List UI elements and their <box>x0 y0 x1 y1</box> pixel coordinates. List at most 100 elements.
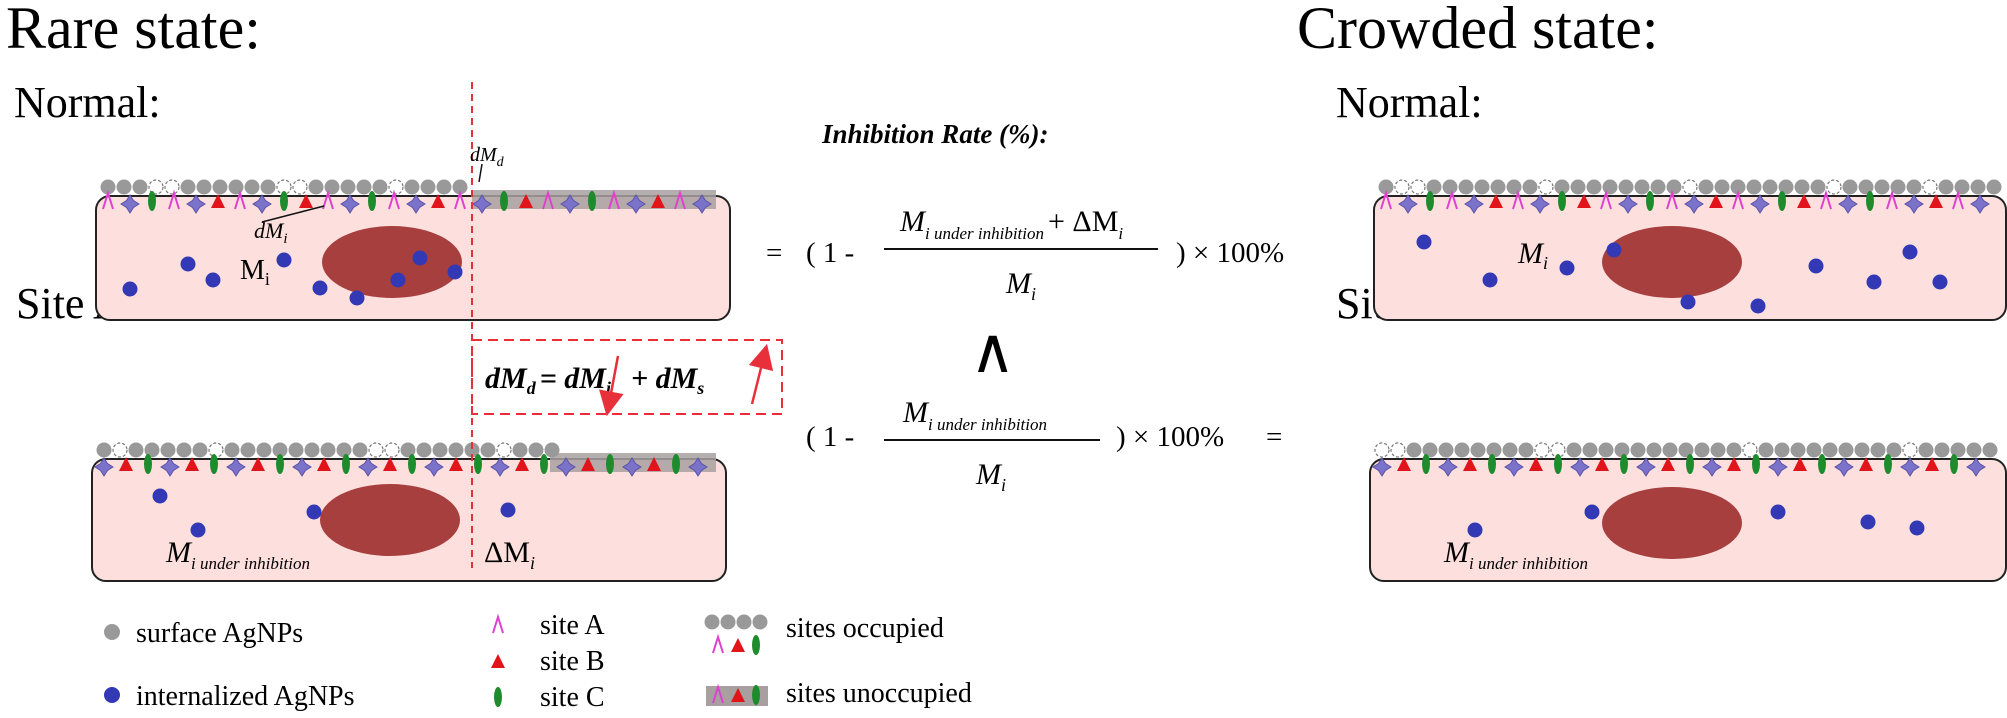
site-a-icon <box>388 189 400 210</box>
equation-equals-right: = <box>1266 421 1282 453</box>
nucleus <box>1602 226 1742 298</box>
receptor-cluster-icon <box>160 457 180 477</box>
site-b-icon <box>1793 457 1807 471</box>
site-c-icon <box>1950 454 1958 474</box>
site-c-icon <box>588 191 596 211</box>
surface-np <box>416 442 432 458</box>
internal-np <box>180 256 196 272</box>
legend-site-c-label: site C <box>540 682 605 713</box>
surface-np <box>1470 442 1486 458</box>
receptor-cluster-icon <box>1684 194 1704 214</box>
vacant-np-slot <box>1922 179 1938 195</box>
surface-np <box>1598 442 1614 458</box>
surface-np <box>1746 179 1762 195</box>
site-a-icon <box>322 189 334 210</box>
legend-occupied-icon <box>704 614 768 655</box>
surface-np <box>1666 179 1682 195</box>
dmi-pointer <box>261 205 325 223</box>
site-c-icon <box>494 687 502 707</box>
mass-balance-box: dMd= dMi+ dMs <box>471 339 783 417</box>
legend-internal-label: internalized AgNPs <box>136 681 355 712</box>
internal-np <box>1909 520 1925 536</box>
surface-np <box>100 179 116 195</box>
surface-np <box>400 442 416 458</box>
num1-sub: i under inhibition <box>925 224 1044 243</box>
site-c-icon <box>1554 454 1562 474</box>
num1-m: M <box>899 205 927 238</box>
surface-np <box>1970 179 1986 195</box>
site-b-icon <box>119 457 133 471</box>
surface-np <box>228 179 244 195</box>
site-b-icon <box>185 457 199 471</box>
site-a-icon <box>492 613 504 634</box>
surface-np <box>1442 179 1458 195</box>
surface-np <box>1842 179 1858 195</box>
surface-np <box>1726 442 1742 458</box>
surface-np <box>320 442 336 458</box>
site-b-icon <box>211 194 225 208</box>
site-c-icon <box>148 191 156 211</box>
dmi-sub: i <box>283 231 287 247</box>
vacant-np-slot <box>1902 442 1918 458</box>
increase-arrow <box>748 343 774 405</box>
site-c-icon <box>1558 191 1566 211</box>
den1-sub: i <box>1031 284 1036 304</box>
site-c-icon <box>1686 454 1694 474</box>
internal-np <box>306 504 322 520</box>
site-b-icon <box>299 194 313 208</box>
surface-np <box>1954 179 1970 195</box>
vacant-np-slot <box>164 179 180 195</box>
crowded-normal-label: Normal: <box>1336 78 1483 127</box>
svg-text:dMd= dMi+ dMs: dMd= dMi+ dMs <box>485 362 704 398</box>
receptor-cluster-icon <box>1438 457 1458 477</box>
site-c-icon <box>606 454 614 474</box>
surface-np <box>464 442 480 458</box>
site-b-icon <box>1463 457 1477 471</box>
receptor-cluster-icon <box>692 194 712 214</box>
surface-np <box>1426 179 1442 195</box>
surface-np <box>420 179 436 195</box>
num1-plus-sub: i <box>1118 224 1123 243</box>
crowded-inhibited-cell <box>1369 442 2007 582</box>
receptor-cluster-icon <box>1504 457 1524 477</box>
site-a-icon <box>674 189 686 210</box>
site-a-icon <box>712 633 724 654</box>
internal-np <box>205 272 221 288</box>
site-b-icon <box>491 654 505 668</box>
vacant-np-slot <box>1534 442 1550 458</box>
site-b-icon <box>383 457 397 471</box>
site-c-icon <box>1884 454 1892 474</box>
site-c-icon <box>752 685 760 705</box>
internal-np <box>152 488 168 504</box>
site-b-icon <box>731 638 745 652</box>
receptor-cluster-icon <box>688 457 708 477</box>
site-a-icon <box>1380 189 1392 210</box>
rare-delta-mi-label: ΔMi <box>484 536 535 573</box>
site-b-icon <box>519 194 533 208</box>
receptor-cluster-icon <box>406 194 426 214</box>
surface-np <box>448 442 464 458</box>
rare-mi-inh-label: Mi under inhibition <box>165 536 310 573</box>
internal-np <box>122 281 138 297</box>
surface-np <box>1522 179 1538 195</box>
numerator-1: Mi under inhibition+ ΔMi <box>899 205 1123 243</box>
site-a-icon <box>168 189 180 210</box>
surface-np <box>1438 442 1454 458</box>
site-c-icon <box>1488 454 1496 474</box>
surface-np <box>1822 442 1838 458</box>
equation-open-2: ( 1 - <box>806 421 854 453</box>
vacant-np-slot <box>112 442 128 458</box>
site-c-icon <box>210 454 218 474</box>
site-c-icon <box>474 454 482 474</box>
vacant-np-slot <box>368 442 384 458</box>
surface-np <box>132 179 148 195</box>
receptor-cluster-icon <box>1570 457 1590 477</box>
surface-np <box>1694 442 1710 458</box>
rare-dmi-annotation: dMi <box>254 205 325 247</box>
internal-np <box>1680 294 1696 310</box>
site-c-icon <box>1426 191 1434 211</box>
surface-np <box>1758 442 1774 458</box>
receptor-cluster-icon <box>622 457 642 477</box>
receptor-cluster-icon <box>1750 194 1770 214</box>
surface-np <box>752 614 768 630</box>
